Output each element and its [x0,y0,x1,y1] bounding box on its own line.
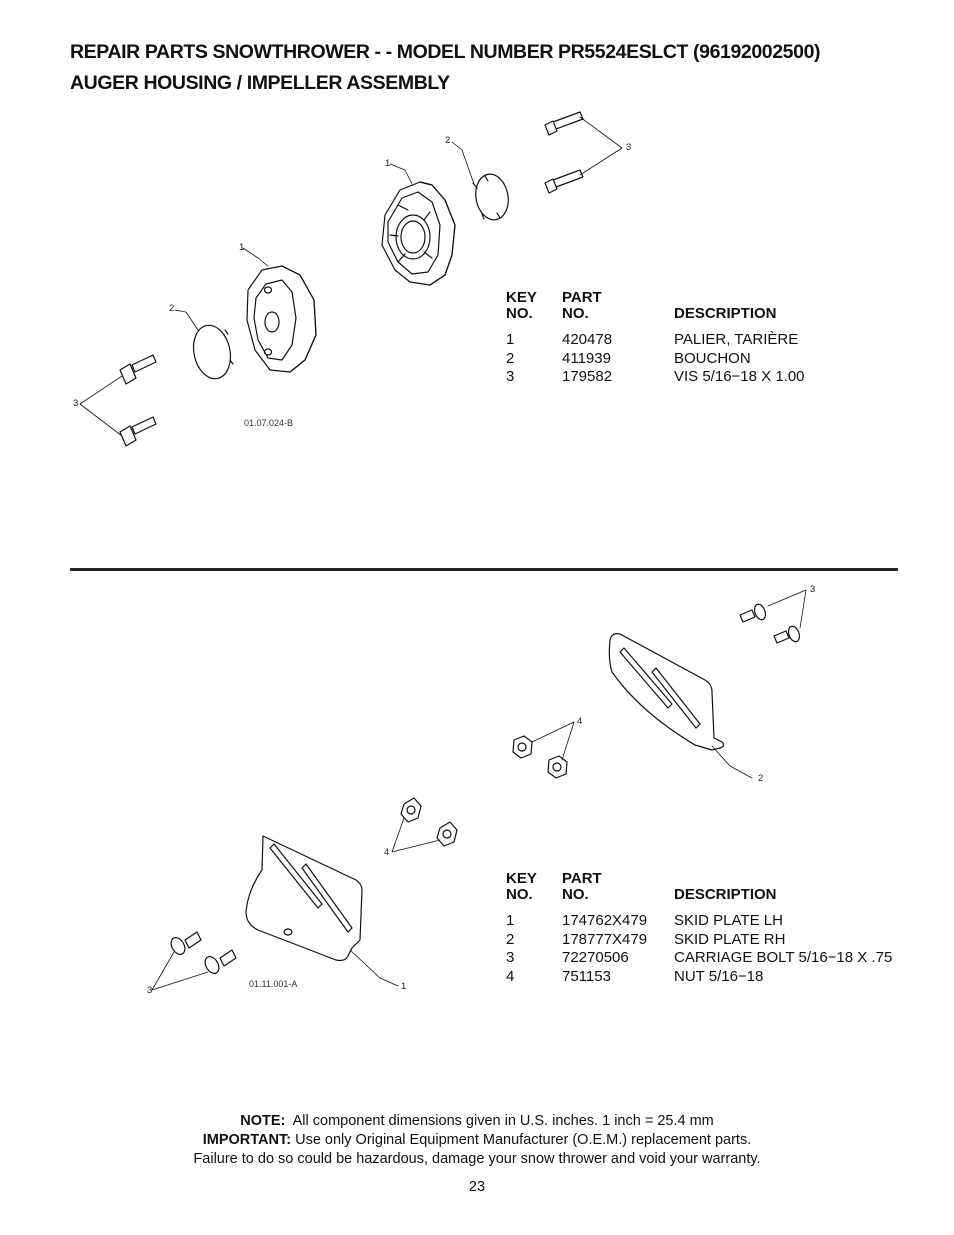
row-key: 2 [506,349,515,367]
header-description: DESCRIPTION [674,886,777,903]
bolt-lower-2-drawing [119,416,157,447]
bearing-housing-upper-drawing [381,181,456,286]
row-key: 1 [506,912,515,929]
row-description: BOUCHON [674,349,751,367]
callout-3-upper: 3 [626,142,632,153]
note-label: NOTE: [240,1113,286,1129]
row-part-no: 420478 [562,331,613,348]
parts-table-header: KEY NO. PART NO. DESCRIPTION [506,870,926,907]
row-key: 2 [506,930,515,948]
callout-4-lh: 4 [384,847,390,858]
row-part-no: 174762X479 [562,912,648,929]
table-row: 2 411939 BOUCHON [506,350,906,369]
important-label: IMPORTANT: [202,1132,292,1148]
carriage-bolt-rh-1-drawing [739,603,767,623]
row-description: VIS 5/16−18 X 1.00 [674,368,805,386]
bolt-upper-1-drawing [544,111,584,136]
row-part-no: 411939 [562,349,611,367]
row-part-no: 751153 [562,968,611,986]
callout-2-lower: 2 [169,303,175,314]
callout-1-upper: 1 [385,158,391,169]
figure-ref-section1: 01.07.024-B [244,418,294,428]
carriage-bolt-rh-2-drawing [773,625,801,644]
figure-ref-section2: 01.11.001-A [249,979,298,989]
row-description: PALIER, TARIÈRE [674,331,799,348]
leader-lines-section2 [151,589,807,991]
section-divider [70,568,898,571]
cap-lower-drawing [192,324,234,380]
nut-rh-1-drawing [512,735,533,759]
callout-3-lh: 3 [147,985,153,996]
bolt-upper-2-drawing [544,169,584,194]
header-part: PART [562,870,602,887]
parts-table-header: KEY NO. PART NO. DESCRIPTION [506,289,906,326]
table-row: 3 72270506 CARRIAGE BOLT 5/16−18 X .75 [506,949,926,968]
parts-table-section1: KEY NO. PART NO. DESCRIPTION 1 420478 PA… [506,289,906,387]
cap-upper-drawing [472,173,509,221]
leader-lines-section1 [79,116,623,437]
table-row: 1 420478 PALIER, TARIÈRE [506,331,906,350]
parts-table-section2: KEY NO. PART NO. DESCRIPTION 1 174762X47… [506,870,926,987]
header-key-no: NO. [506,305,533,322]
header-part: PART [562,289,602,306]
carriage-bolt-lh-2-drawing [204,949,237,974]
header-key: KEY [506,289,537,306]
skid-plate-rh-drawing [608,633,725,751]
nut-lh-1-drawing [400,797,422,823]
footer-important: IMPORTANT: Use only Original Equipment M… [0,1131,954,1151]
header-key-no: NO. [506,886,533,903]
important-text: Use only Original Equipment Manufacturer… [295,1132,752,1148]
table-row: 1 174762X479 SKID PLATE LH [506,912,926,931]
nut-rh-2-drawing [547,755,568,779]
callout-1-lower: 1 [239,242,245,253]
row-key: 4 [506,968,515,986]
row-description: SKID PLATE LH [674,912,783,929]
header-key: KEY [506,870,537,887]
row-part-no: 72270506 [562,949,629,967]
row-part-no: 178777X479 [562,930,648,948]
page-title: REPAIR PARTS SNOWTHROWER - - MODEL NUMBE… [70,41,821,63]
bearing-housing-lower-drawing [246,265,317,373]
table-row: 2 178777X479 SKID PLATE RH [506,931,926,950]
header-part-no: NO. [562,886,589,903]
row-key: 1 [506,331,515,348]
row-key: 3 [506,949,515,967]
header-part-no: NO. [562,305,589,322]
row-part-no: 179582 [562,368,613,386]
row-description: NUT 5/16−18 [674,968,764,986]
table-row: 3 179582 VIS 5/16−18 X 1.00 [506,368,906,387]
table-row: 4 751153 NUT 5/16−18 [506,968,926,987]
callout-2-upper: 2 [445,135,451,146]
callout-3-lower: 3 [73,398,79,409]
footer-note: NOTE: All component dimensions given in … [0,1112,954,1132]
header-description: DESCRIPTION [674,305,777,322]
row-description: SKID PLATE RH [674,930,786,948]
row-description: CARRIAGE BOLT 5/16−18 X .75 [674,949,893,967]
page-number: 23 [468,1179,486,1195]
page-subtitle: AUGER HOUSING / IMPELLER ASSEMBLY [70,72,450,94]
row-key: 3 [506,368,515,386]
callout-3-rh: 3 [810,584,816,595]
note-text: All component dimensions given in U.S. i… [292,1113,714,1129]
nut-lh-2-drawing [436,821,458,847]
callout-2-rh: 2 [758,773,764,784]
skid-plate-lh-drawing [245,835,363,962]
callout-1-lh: 1 [401,981,407,992]
bolt-lower-1-drawing [119,354,157,385]
footer-warning: Failure to do so could be hazardous, dam… [193,1151,761,1167]
carriage-bolt-lh-1-drawing [170,931,202,955]
callout-4-rh: 4 [577,716,583,727]
